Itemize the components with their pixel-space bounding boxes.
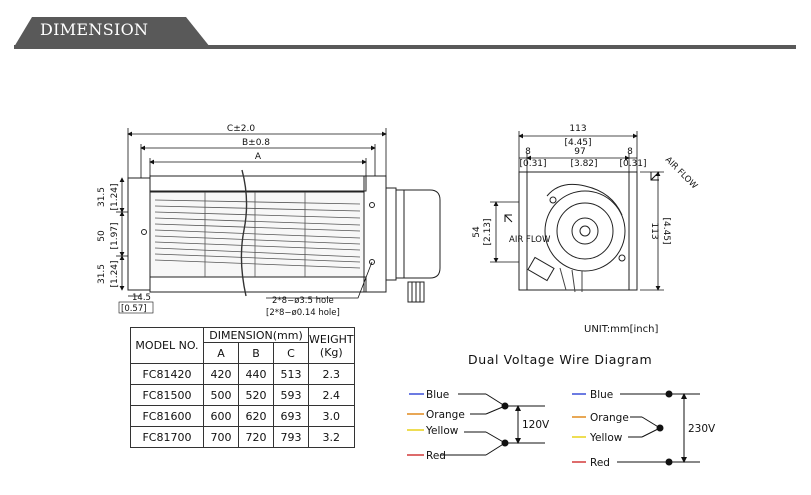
wire-left-blue: Blue	[426, 389, 449, 401]
cell-b: 720	[238, 426, 274, 448]
cell-a: 600	[203, 405, 239, 427]
wire-left-red: Red	[426, 450, 446, 462]
table-header-dimension: DIMENSION(mm)	[203, 327, 309, 343]
wire-diagram-title: Dual Voltage Wire Diagram	[468, 352, 653, 367]
dim-b-label: B±0.8	[242, 138, 270, 148]
table-header-a: A	[203, 342, 239, 364]
dim-side8-left-in: [0.31]	[519, 159, 546, 169]
dim-h54-in: [2.13]	[483, 218, 493, 245]
air-flow-label-mid: AIR FLOW	[509, 235, 551, 245]
unit-note: UNIT:mm[inch]	[584, 324, 659, 335]
dim-c-label: C±2.0	[227, 124, 255, 134]
top-rail	[149, 175, 367, 192]
cell-c: 513	[273, 363, 309, 385]
wire-left-voltage: 120V	[522, 419, 550, 431]
dim-side8-right-in: [0.31]	[619, 159, 646, 169]
cell-model: FC81600	[130, 405, 204, 427]
weight-unit: (Kg)	[319, 345, 343, 359]
weight-label: WEIGHT	[309, 332, 354, 346]
cell-model: FC81500	[130, 384, 204, 406]
cell-weight: 3.0	[308, 405, 355, 427]
dim-h3: 31.5	[97, 264, 107, 284]
dim-foot-in: [0.57]	[121, 304, 147, 314]
header-divider	[14, 45, 796, 49]
dim-h1-in: [1.24]	[110, 183, 120, 210]
cell-c: 593	[273, 384, 309, 406]
dim-w113-in: [4.45]	[564, 138, 591, 148]
dim-foot: 14.5	[132, 293, 151, 303]
table-row: FC81600 600 620 693 3.0	[130, 405, 355, 427]
table-header-model: MODEL NO.	[130, 327, 204, 364]
cell-a: 420	[203, 363, 239, 385]
dim-a-label: A	[255, 152, 262, 162]
dim-h54: 54	[472, 226, 482, 238]
cell-model: FC81420	[130, 363, 204, 385]
dim-h3-in: [1.24]	[110, 260, 120, 287]
cell-b: 520	[238, 384, 274, 406]
dim-h2-in: [1.97]	[110, 222, 120, 249]
wire-right-yellow: Yellow	[589, 432, 623, 444]
table-row: FC81700 700 720 793 3.2	[130, 426, 355, 448]
dim-h113: 113	[649, 222, 659, 239]
dim-h113-in: [4.45]	[661, 217, 671, 244]
cell-c: 693	[273, 405, 309, 427]
cell-b: 440	[238, 363, 274, 385]
fan-end-view	[504, 171, 660, 293]
cell-c: 793	[273, 426, 309, 448]
table-header-b: B	[238, 342, 274, 364]
wire-right-voltage: 230V	[688, 423, 716, 435]
dim-w97-in: [3.82]	[570, 159, 597, 169]
air-flow-label-top: AIR FLOW	[663, 155, 700, 192]
wire-right-blue: Blue	[590, 389, 613, 401]
section-header-tab	[14, 16, 212, 48]
cell-a: 500	[203, 384, 239, 406]
cell-model: FC81700	[130, 426, 204, 448]
section-title: DIMENSION	[40, 20, 149, 39]
wire-left-orange: Orange	[426, 409, 465, 421]
dim-h2: 50	[97, 230, 107, 242]
bottom-rail	[149, 276, 367, 293]
table-row: FC81420 420 440 513 2.3	[130, 363, 355, 385]
fan-side-view	[127, 169, 441, 303]
cell-weight: 2.3	[308, 363, 355, 385]
hole-note-in: [2*8−ø0.14 hole]	[266, 308, 340, 318]
cell-b: 620	[238, 405, 274, 427]
dim-h1: 31.5	[97, 187, 107, 207]
table-header-weight: WEIGHT (Kg)	[308, 327, 355, 364]
cell-weight: 2.4	[308, 384, 355, 406]
dim-side8-right: 8	[627, 147, 633, 157]
wire-diagram	[407, 390, 700, 466]
left-end-cap	[127, 177, 151, 291]
hole-note-mm: 2*8−ø3.5 hole	[272, 296, 334, 306]
wire-right-red: Red	[590, 457, 610, 469]
wire-right-orange: Orange	[590, 412, 629, 424]
dim-w113: 113	[569, 124, 586, 134]
table-row: FC81500 500 520 593 2.4	[130, 384, 355, 406]
table-header-c: C	[273, 342, 309, 364]
cell-a: 700	[203, 426, 239, 448]
dimension-table: MODEL NO. DIMENSION(mm) WEIGHT (Kg) A B …	[130, 327, 355, 448]
cell-weight: 3.2	[308, 426, 355, 448]
wire-left-yellow: Yellow	[425, 425, 459, 437]
dim-side8-left: 8	[525, 147, 531, 157]
dim-w97: 97	[574, 147, 585, 157]
